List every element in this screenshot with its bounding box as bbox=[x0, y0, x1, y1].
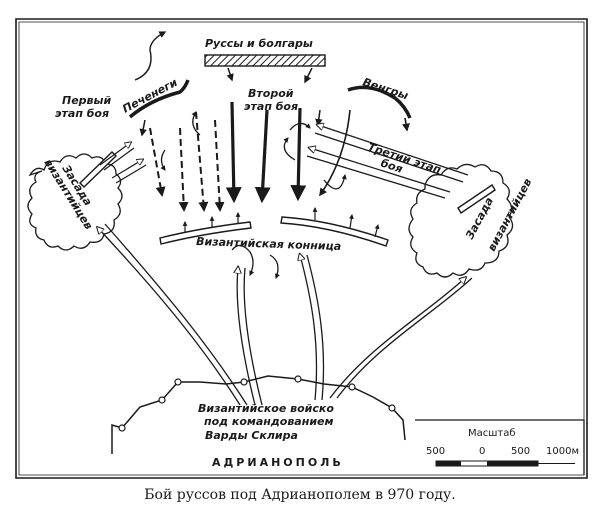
hungarians-unit bbox=[347, 85, 412, 119]
byzantine-advance bbox=[98, 223, 473, 406]
label-city: АДРИАНОПОЛЬ bbox=[212, 456, 344, 469]
scale-bar: Масштаб 500 0 500 1000м bbox=[415, 419, 585, 475]
manoeuvre-arrows bbox=[160, 111, 347, 279]
rus-bulgar-force bbox=[204, 54, 326, 67]
scale-title: Масштаб bbox=[468, 428, 516, 439]
pechenegs-flank-arrow bbox=[134, 31, 167, 81]
third-stage-arrows bbox=[307, 125, 469, 199]
frame-outer bbox=[15, 18, 588, 479]
map-title: Бой руссов под Адрианополем в 970 году. bbox=[144, 487, 455, 503]
scale-tick-3: 1000м bbox=[546, 446, 579, 457]
label-first-stage-2: этап боя bbox=[55, 107, 109, 120]
hill-markers bbox=[118, 375, 396, 432]
ambush-left-arrows bbox=[99, 143, 147, 184]
forest-right bbox=[408, 163, 514, 278]
scale-tick-0: 500 bbox=[426, 446, 445, 457]
ambush-units bbox=[79, 151, 496, 214]
label-byz-cavalry: Византийская конница bbox=[196, 235, 341, 253]
label-byz-army-1: Византийское войско bbox=[198, 402, 334, 415]
cavalry-ticks bbox=[182, 207, 380, 238]
pechenegs-unit bbox=[128, 79, 190, 119]
hungarian-attack-arrows bbox=[319, 109, 410, 197]
label-byz-army-3: Варды Склира bbox=[205, 429, 298, 442]
scale-tick-1: 0 bbox=[479, 446, 485, 457]
label-byz-army-2: под командованием bbox=[204, 415, 334, 428]
label-third-stage-1: Третий этап bbox=[366, 140, 443, 176]
byzantine-cavalry-line bbox=[159, 216, 389, 247]
label-hungarians: Венгры bbox=[361, 75, 410, 102]
forest-left bbox=[27, 153, 123, 251]
label-first-stage-1: Первый bbox=[62, 94, 111, 107]
label-second-stage-2: этап боя bbox=[244, 100, 298, 113]
scale-tick-2: 500 bbox=[511, 446, 530, 457]
label-rus-bulgar: Руссы и болгары bbox=[205, 37, 313, 50]
label-second-stage-1: Второй bbox=[248, 87, 294, 100]
